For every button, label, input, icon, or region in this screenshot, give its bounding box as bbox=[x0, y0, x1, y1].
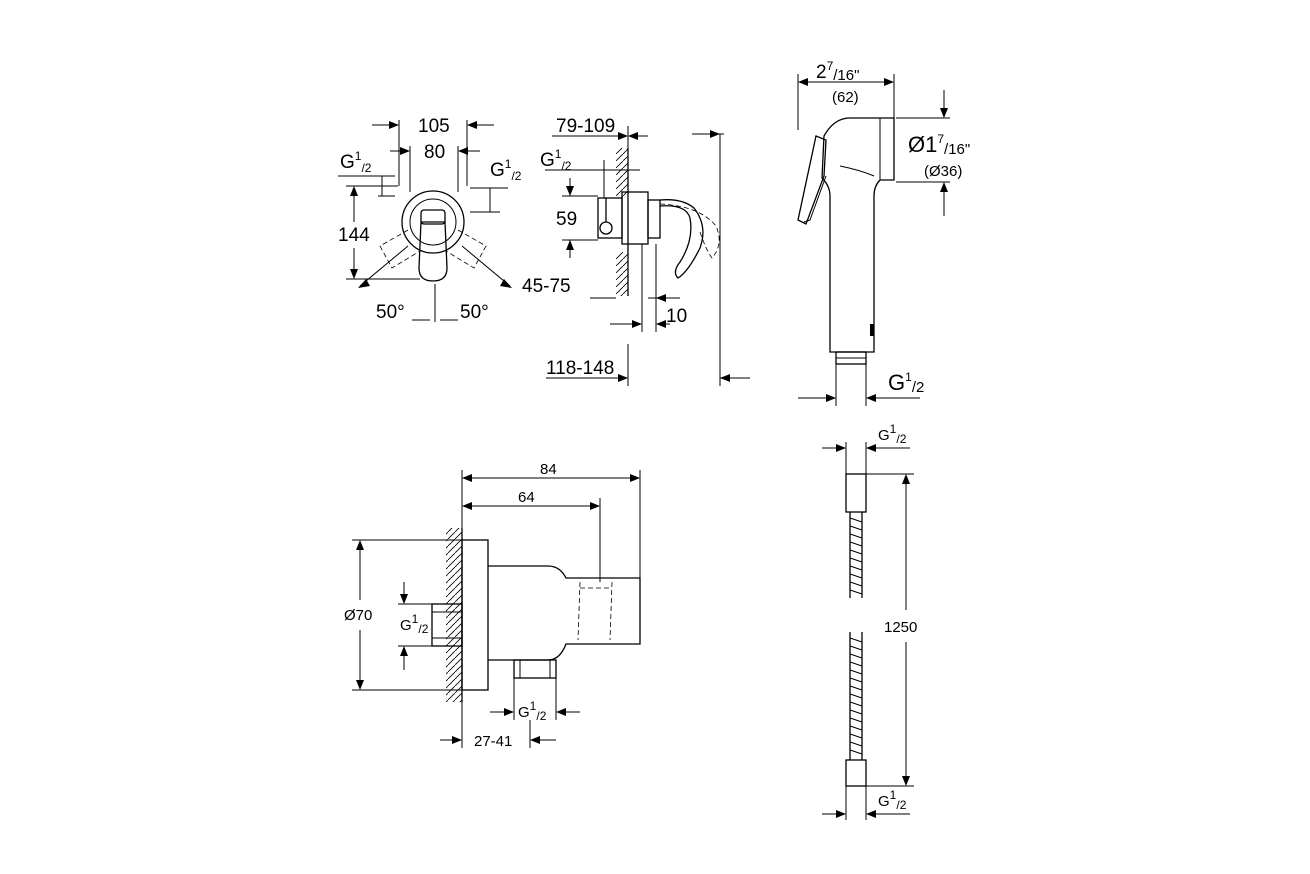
dim-118-148: 118-148 bbox=[546, 358, 614, 379]
hs-width-sub: /16" bbox=[833, 67, 859, 84]
dim-84: 84 bbox=[540, 461, 557, 478]
mixer-escutcheon-inner bbox=[409, 198, 457, 246]
mixer-side-lever-swing bbox=[659, 203, 720, 259]
dim-27-41: 27-41 bbox=[474, 733, 512, 750]
dim-dia70: Ø70 bbox=[344, 607, 372, 624]
hose-top-thread-main: G bbox=[878, 427, 890, 444]
mixer-lever-swing-right bbox=[445, 229, 487, 269]
side-thread-sub: /2 bbox=[561, 159, 571, 173]
hand-shower-body bbox=[821, 117, 895, 353]
wo-side-thread-sub: /2 bbox=[418, 622, 428, 636]
hs-thread-sub: /2 bbox=[912, 379, 925, 396]
hose-bottom-thread-main: G bbox=[878, 793, 890, 810]
hose-top-nut bbox=[845, 473, 867, 513]
dim-144: 144 bbox=[338, 225, 370, 246]
side-thread-main: G bbox=[540, 150, 555, 171]
thread-right-main: G bbox=[490, 160, 505, 181]
dim-64: 64 bbox=[518, 489, 535, 506]
wall-outlet-flange bbox=[461, 539, 489, 691]
mixer-lever-top bbox=[420, 209, 446, 225]
hose-length: 1250 bbox=[884, 619, 917, 636]
svg-text:G1/2: G1/2 bbox=[518, 699, 547, 723]
wo-bottom-thread-sup: 1 bbox=[530, 699, 537, 713]
dim-80: 80 bbox=[424, 142, 445, 163]
svg-text:G1/2: G1/2 bbox=[878, 788, 907, 812]
wall-outlet-side-connector bbox=[431, 603, 463, 647]
side-thread-sup: 1 bbox=[555, 147, 562, 161]
mixer-escutcheon bbox=[401, 190, 465, 254]
angle-right: 50° bbox=[460, 302, 489, 323]
thread-right-sup: 1 bbox=[505, 157, 512, 171]
hs-dia-mm: (Ø36) bbox=[924, 163, 962, 180]
hose-bottom-nut bbox=[845, 759, 867, 787]
wall-outlet-body bbox=[488, 565, 641, 661]
hs-width-main: 2 bbox=[816, 62, 827, 83]
dim-105: 105 bbox=[418, 116, 450, 137]
mixer-front-view: 105 80 G1/2 G1/2 144 50° 50° bbox=[338, 116, 522, 323]
svg-text:Ø17/16": Ø17/16" bbox=[908, 132, 970, 158]
svg-text:G1/2: G1/2 bbox=[878, 422, 907, 446]
hs-width-sup: 7 bbox=[827, 59, 834, 73]
svg-text:G1/2: G1/2 bbox=[490, 157, 522, 183]
angle-left: 50° bbox=[376, 302, 405, 323]
wall-hatch-upper bbox=[616, 148, 628, 198]
hose-top-thread-sup: 1 bbox=[890, 422, 897, 436]
hs-dia-sub: /16" bbox=[944, 141, 970, 158]
mixer-lever-swing-left bbox=[379, 229, 421, 269]
wall-hatch-lower bbox=[616, 252, 628, 296]
mixer-side-lever bbox=[659, 199, 704, 279]
svg-text:G1/2: G1/2 bbox=[540, 147, 572, 173]
mixer-side-fitting bbox=[599, 221, 613, 235]
thread-left-sup: 1 bbox=[355, 149, 362, 163]
thread-right-sub: /2 bbox=[511, 169, 521, 183]
wo-side-thread-main: G bbox=[400, 617, 412, 634]
wo-bottom-thread-main: G bbox=[518, 704, 530, 721]
wall-outlet-bottom-connector bbox=[513, 659, 557, 679]
dim-45-75: 45-75 bbox=[522, 276, 571, 297]
hose-view: G1/2 1250 G1/2 bbox=[822, 422, 917, 820]
dim-79-109: 79-109 bbox=[556, 116, 615, 137]
svg-text:G1/2: G1/2 bbox=[888, 370, 924, 396]
mixer-lever bbox=[418, 221, 448, 282]
thread-left-main: G bbox=[340, 152, 355, 173]
hose-top-thread-sub: /2 bbox=[896, 432, 906, 446]
dim-10: 10 bbox=[666, 306, 687, 327]
hs-thread-sup: 1 bbox=[905, 370, 912, 384]
thread-left-sub: /2 bbox=[361, 161, 371, 175]
svg-text:G1/2: G1/2 bbox=[400, 612, 429, 636]
hose-bottom-thread-sub: /2 bbox=[896, 798, 906, 812]
hand-shower-view: 27/16" (62) Ø17/16" (Ø36) G1/2 bbox=[797, 59, 970, 406]
hs-dia-main: Ø1 bbox=[908, 132, 937, 157]
hs-dia-sup: 7 bbox=[937, 132, 944, 146]
wall-outlet-view: 84 64 Ø70 G1/2 G1/2 bbox=[344, 461, 641, 750]
hs-width-mm: (62) bbox=[832, 89, 859, 106]
wo-bottom-thread-sub: /2 bbox=[536, 709, 546, 723]
svg-text:27/16": 27/16" bbox=[816, 59, 859, 84]
wo-side-thread-sup: 1 bbox=[412, 612, 419, 626]
wall-outlet-hatch bbox=[446, 528, 462, 702]
mixer-side-view: 79-109 G1/2 59 45-75 10 118-148 bbox=[522, 116, 750, 386]
hs-thread-main: G bbox=[888, 370, 905, 395]
hand-shower-trigger bbox=[797, 135, 827, 225]
dim-59: 59 bbox=[556, 209, 577, 230]
svg-text:G1/2: G1/2 bbox=[340, 149, 372, 175]
hose-bottom-thread-sup: 1 bbox=[890, 788, 897, 802]
